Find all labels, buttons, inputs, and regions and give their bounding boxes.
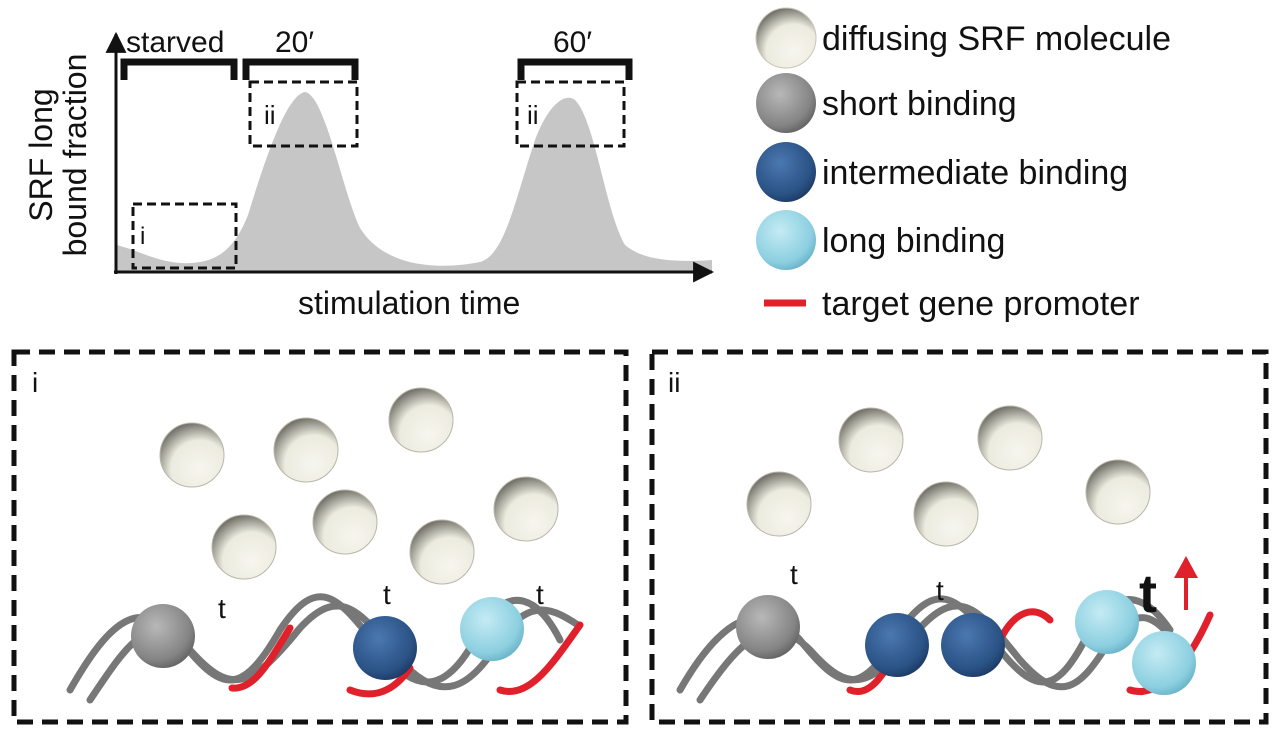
legend-short-label: short binding	[822, 85, 1017, 123]
promoter-segment	[996, 608, 1054, 644]
dwell-time-label: t	[218, 593, 226, 624]
legend-short-swatch	[756, 73, 816, 133]
diffusing-molecule	[493, 476, 559, 542]
diffusing-molecule	[211, 514, 277, 580]
intermediate-binding-molecule	[865, 613, 929, 677]
transcription-arrow-icon	[1174, 556, 1198, 578]
panel-i: i t t t	[11, 349, 629, 725]
diffusing-molecule	[273, 417, 339, 483]
diffusing-molecule	[1085, 459, 1151, 525]
bracket-20	[242, 58, 359, 80]
panel-ii-label: ii	[668, 367, 680, 398]
dwell-time-label: t	[790, 559, 798, 590]
panel-i-frame	[11, 349, 629, 725]
diffusing-molecule	[409, 519, 475, 585]
box-ii-60-label: ii	[527, 100, 539, 130]
long-bound-fraction-area	[116, 92, 712, 272]
legend-intermediate-swatch	[756, 142, 816, 202]
diffusing-molecule	[913, 481, 979, 547]
bracket-starved	[120, 58, 238, 80]
long-binding-molecule	[1075, 590, 1139, 654]
short-binding-molecule	[131, 604, 195, 668]
bracket-20-label: 20′	[275, 26, 314, 59]
legend-intermediate-label: intermediate binding	[822, 154, 1128, 192]
legend-diffusing-swatch	[755, 7, 817, 69]
intermediate-binding-molecule	[941, 613, 1005, 677]
dwell-time-label: t	[383, 579, 391, 610]
signal-plot: i ii ii starved 20′ 60′ SRF long bound f…	[23, 26, 715, 321]
dwell-time-label: t	[936, 575, 944, 606]
legend-promoter-label: target gene promoter	[822, 285, 1140, 323]
y-axis-label-line1: SRF long	[23, 88, 59, 221]
legend-long-swatch	[756, 210, 816, 270]
legend-diffusing-label: diffusing SRF molecule	[822, 20, 1171, 58]
diffusing-molecule	[312, 489, 378, 555]
transcription-label: t	[1139, 564, 1157, 624]
promoter-segment	[228, 624, 294, 692]
x-axis-label: stimulation time	[298, 285, 520, 321]
bracket-starved-label: starved	[126, 26, 224, 59]
bracket-60-label: 60′	[553, 26, 592, 59]
dwell-time-label: t	[536, 579, 544, 610]
diffusing-molecule	[388, 387, 454, 453]
intermediate-binding-molecule	[353, 616, 417, 680]
legend-long-label: long binding	[822, 222, 1005, 260]
diffusing-molecule	[977, 405, 1043, 471]
y-axis-label-line2: bound fraction	[57, 54, 93, 257]
box-ii-20-label: ii	[264, 100, 276, 130]
box-ii-60	[515, 80, 626, 148]
short-binding-molecule	[736, 595, 800, 659]
panel-ii-frame	[649, 349, 1269, 725]
long-binding-molecule	[1132, 631, 1196, 695]
diffusing-molecule	[159, 422, 225, 488]
promoter-segment	[496, 621, 584, 695]
panel-ii: ii t t t	[649, 349, 1269, 725]
legend: diffusing SRF molecule short binding int…	[755, 7, 1171, 323]
bracket-60	[517, 58, 633, 80]
diffusing-molecule	[746, 471, 812, 537]
panel-i-label: i	[32, 367, 38, 398]
diffusing-molecule	[838, 407, 904, 473]
box-i	[131, 202, 238, 270]
long-binding-molecule	[460, 597, 524, 661]
box-i-label: i	[140, 223, 145, 250]
box-ii-20	[248, 80, 359, 148]
promoter-segment	[346, 664, 414, 698]
